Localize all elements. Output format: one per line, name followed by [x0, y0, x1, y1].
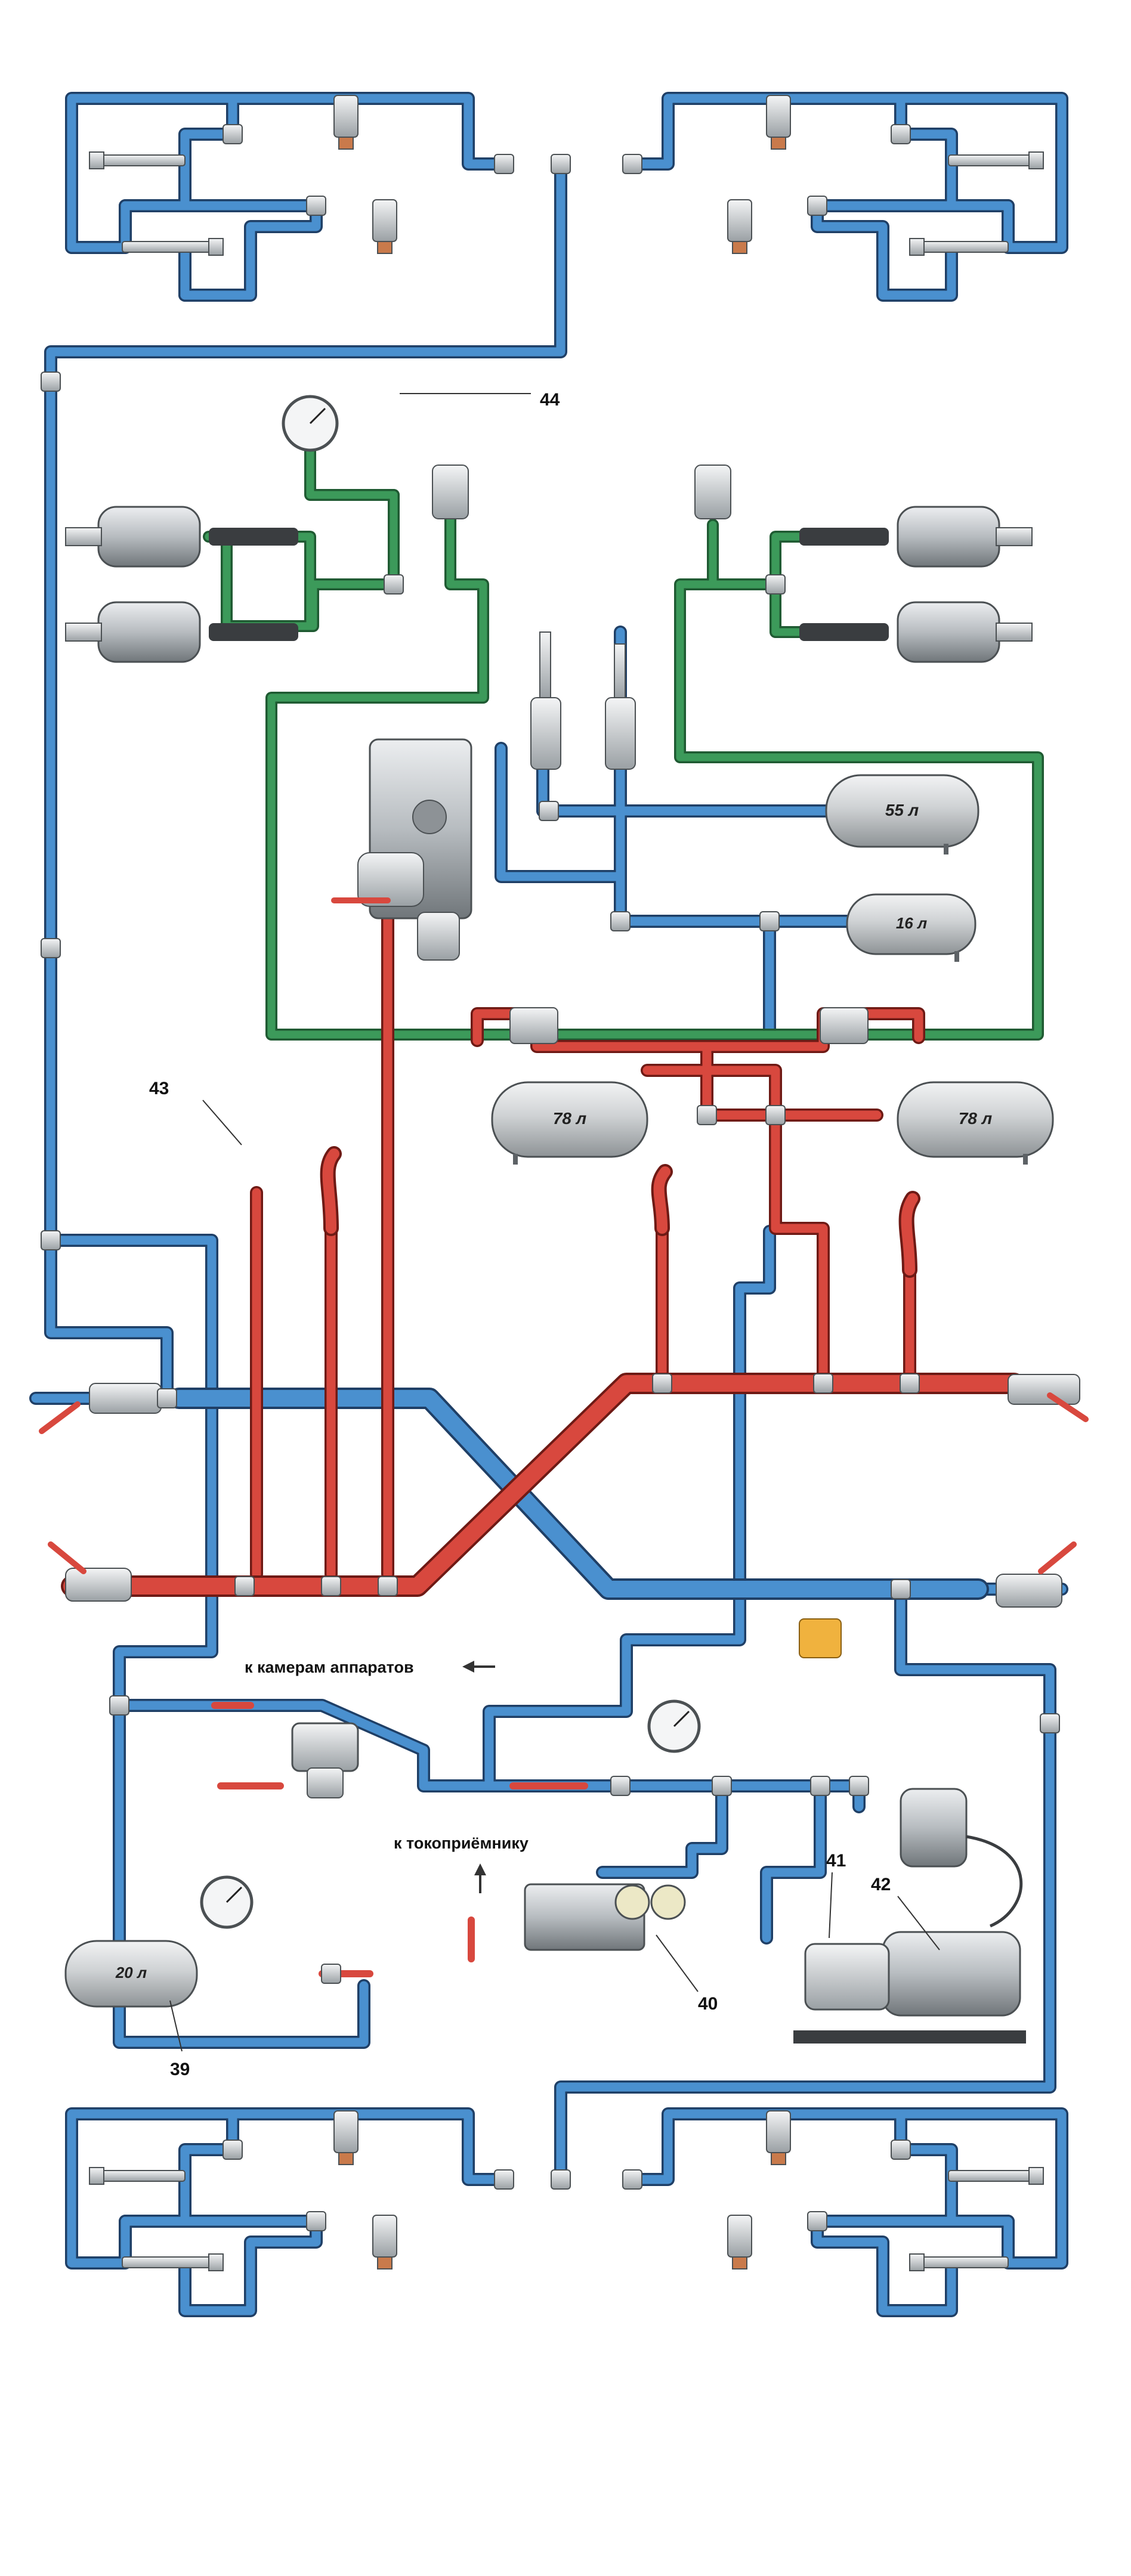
pipe-fitting	[891, 124, 911, 144]
tank-16: 16 л	[846, 893, 977, 962]
pipe-fitting	[41, 371, 61, 392]
pipe-fitting	[900, 1373, 920, 1394]
pipe-fitting	[157, 1388, 177, 1408]
relay-valves	[432, 465, 869, 1044]
tank-78-right-label: 78 л	[959, 1109, 992, 1128]
tank-20-label: 20 л	[115, 1964, 147, 1981]
callout-41: 41	[826, 1851, 846, 1871]
pipe-fitting	[622, 2169, 642, 2190]
brake-cylinder-right-bottom	[799, 601, 1033, 663]
driver-brake-valves	[530, 631, 636, 770]
compressor-unit	[793, 1618, 1026, 2044]
brake-cylinder-left-bottom	[65, 601, 298, 663]
pipe-fitting	[849, 1776, 869, 1796]
pipe-fitting	[234, 1576, 255, 1596]
pipe-fitting	[306, 2211, 326, 2231]
valve-bottom-right-a	[766, 2110, 791, 2165]
tank-78-right: 78 л	[897, 1081, 1054, 1165]
gauge-top	[282, 395, 339, 452]
pipe-fitting	[551, 154, 571, 174]
tank-78-left-label: 78 л	[553, 1109, 586, 1128]
pipe-fitting	[41, 938, 61, 958]
pipe-fitting	[765, 1105, 786, 1125]
end-cocks	[39, 1374, 1089, 1608]
pressure-gauges	[200, 395, 701, 1929]
tank-78-left: 78 л	[491, 1081, 648, 1165]
pipe-fitting	[759, 911, 780, 931]
pipe-fitting	[41, 1230, 61, 1250]
gauge-tank-20	[200, 1875, 254, 1929]
pantograph-valve-unit	[524, 1883, 686, 1951]
label-to-chambers: к камерам аппаратов	[245, 1658, 414, 1676]
pipe-fitting	[539, 801, 559, 821]
brake-cylinder-left-top	[65, 506, 298, 568]
pipe-fitting	[321, 1576, 341, 1596]
tank-55-label: 55 л	[885, 801, 919, 819]
pipe-fitting	[891, 1579, 911, 1599]
gauge-compressor	[647, 1699, 701, 1753]
pipe-fitting	[652, 1373, 672, 1394]
pipe-fitting	[306, 196, 326, 216]
pipe-fitting	[810, 1776, 830, 1796]
pipe-fitting	[622, 154, 642, 174]
pipe-fitting	[807, 2211, 827, 2231]
callout-43: 43	[149, 1079, 169, 1098]
valve-top-right-b	[727, 199, 752, 254]
brake-cylinders	[65, 506, 1033, 663]
brake-valve-assembly	[331, 738, 472, 961]
pipe-fitting	[494, 154, 514, 174]
valve-bottom-right-b	[727, 2215, 752, 2270]
pipe-fitting	[378, 1576, 398, 1596]
callout-42: 42	[871, 1875, 891, 1894]
pipe-fittings	[41, 124, 1060, 2231]
callout-39: 39	[170, 2060, 190, 2079]
pipe-fitting	[551, 2169, 571, 2190]
brake-cylinder-right-top	[799, 506, 1033, 568]
tank-55: 55 л	[825, 774, 979, 854]
pipe-fitting	[813, 1373, 833, 1394]
tank-16-label: 16 л	[896, 914, 927, 932]
tank-20: 20 л	[64, 1940, 198, 2008]
pipe-fitting	[494, 2169, 514, 2190]
valve-bottom-left-a	[333, 2110, 359, 2165]
pressure-regulator	[291, 1722, 359, 1798]
pipe-fitting	[807, 196, 827, 216]
nozzles	[89, 151, 1044, 2271]
valve-top-left-a	[333, 95, 359, 150]
pipe-fitting	[712, 1776, 732, 1796]
bogie-valves	[333, 95, 791, 2270]
pipe-fitting	[223, 2140, 243, 2160]
pipe-fitting	[223, 124, 243, 144]
callouts: 39 40 41 42 43 44	[149, 390, 940, 2079]
pipe-fitting	[610, 1776, 631, 1796]
label-to-pantograph: к токоприёмнику	[394, 1834, 529, 1852]
pipe-fitting	[891, 2140, 911, 2160]
pipe-fitting	[610, 911, 631, 931]
pipe-fitting	[697, 1105, 717, 1125]
pipe-fitting	[1040, 1713, 1060, 1733]
pipe-fitting	[109, 1695, 129, 1716]
callout-40: 40	[698, 1994, 718, 2014]
valve-top-left-b	[372, 199, 397, 254]
pipe-fitting	[321, 1964, 341, 1984]
pipe-fitting	[765, 574, 786, 595]
air-tanks: 55 л 16 л 78 л 78 л 20 л	[64, 774, 1054, 2008]
pipe-fitting	[384, 574, 404, 595]
callout-44: 44	[540, 390, 560, 410]
valve-top-right-a	[766, 95, 791, 150]
valve-bottom-left-b	[372, 2215, 397, 2270]
direction-arrows	[462, 1661, 495, 1893]
